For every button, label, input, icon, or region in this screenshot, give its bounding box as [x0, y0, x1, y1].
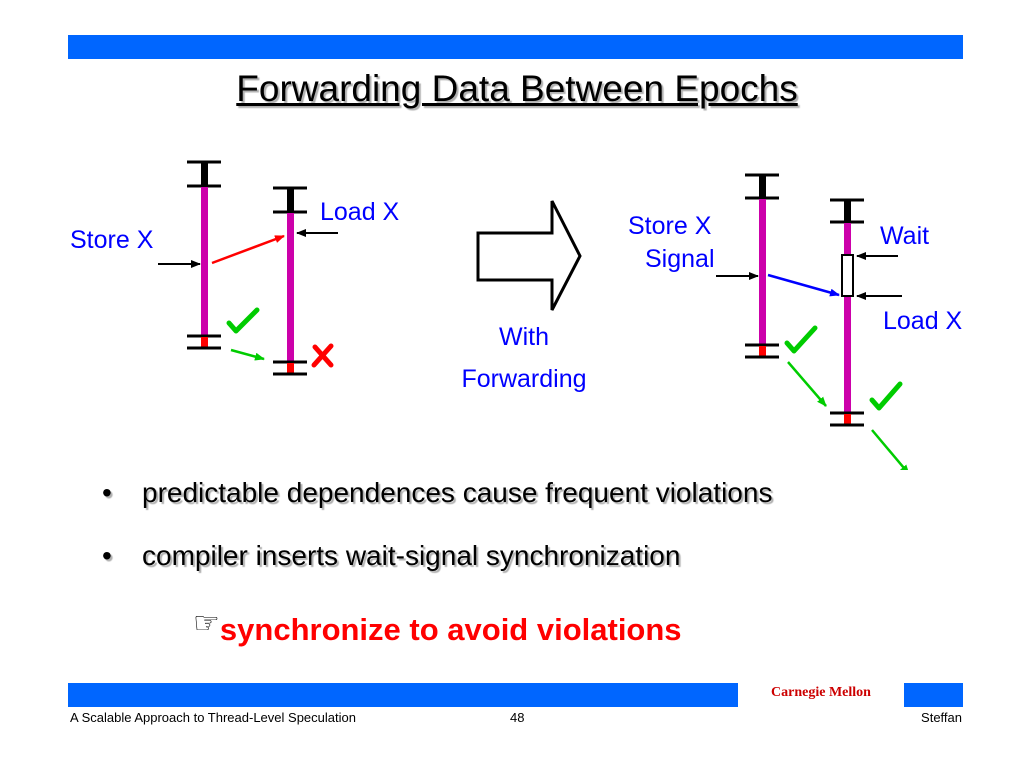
transition-label-line1: With	[499, 323, 549, 351]
transition-label-line2: Forwarding	[461, 365, 586, 393]
slide-title: Forwarding Data Between Epochs	[236, 68, 798, 109]
left-epoch-1	[187, 160, 221, 350]
wait-box	[841, 254, 854, 297]
block-arrow-icon	[476, 200, 582, 311]
header-bar	[68, 35, 963, 59]
conclusion-text: synchronize to avoid violations	[219, 612, 682, 647]
pointing-hand-icon: ☞	[193, 607, 220, 640]
wait-label: Wait	[880, 222, 929, 250]
cross-icon	[311, 343, 334, 368]
left-epoch-2	[273, 186, 307, 376]
bullet-item: •predictable dependences cause frequent …	[102, 477, 773, 508]
footer-bar	[68, 683, 738, 707]
right-store-label: Store X	[628, 212, 712, 240]
commit-flow-arrow	[871, 429, 910, 470]
epoch-diagram: Store X Load X With Forwarding Store X S…	[70, 160, 963, 470]
signal-label: Signal	[645, 245, 715, 273]
check-icon	[784, 325, 818, 354]
bullet-dot: •	[102, 540, 112, 571]
forwarding-arrow	[767, 273, 840, 297]
commit-flow-arrow	[787, 361, 827, 407]
commit-flow-arrow	[230, 348, 265, 361]
bullet-dot: •	[102, 477, 112, 508]
footer-title: A Scalable Approach to Thread-Level Spec…	[70, 710, 356, 725]
check-icon	[226, 307, 260, 334]
right-epoch-1	[745, 173, 779, 359]
conclusion: ☞synchronize to avoid violations	[193, 607, 682, 648]
footer-bar-end	[904, 683, 963, 707]
left-store-label: Store X	[70, 226, 154, 254]
bullet-list: •predictable dependences cause frequent …	[100, 476, 772, 602]
left-load-label: Load X	[320, 198, 400, 226]
right-load-label: Load X	[883, 307, 963, 335]
footer-author: Steffan	[921, 710, 962, 725]
affiliation-logo: Carnegie Mellon	[771, 685, 871, 700]
check-icon	[869, 381, 903, 411]
data-dependence-arrow	[211, 234, 285, 265]
right-epoch-2	[830, 198, 864, 427]
bullet-item: •compiler inserts wait-signal synchroniz…	[102, 540, 681, 571]
page-number: 48	[510, 710, 525, 725]
